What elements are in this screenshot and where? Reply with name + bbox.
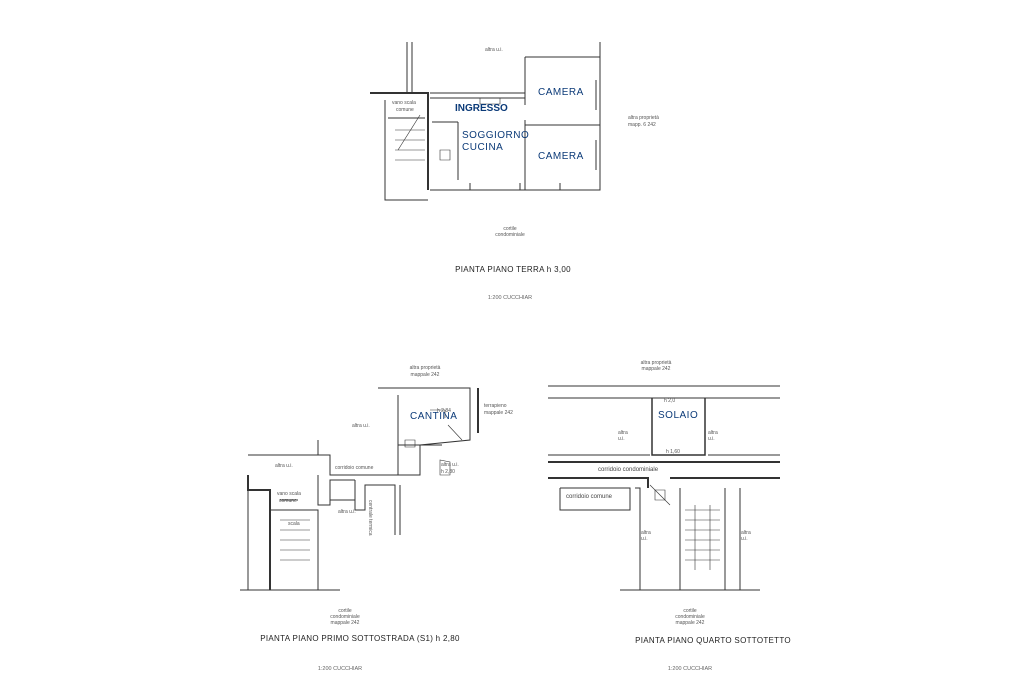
ground-floor-walls: [370, 42, 601, 201]
basement-note-altra-small: altra u.i.: [441, 462, 459, 468]
ground-note-altra-prop: altra proprietà: [628, 115, 659, 121]
basement-note-altra-small-h: h 2,80: [441, 469, 455, 475]
attic-note-altra-left-1: altra: [618, 430, 628, 436]
basement-note-condominiale: condominiale: [330, 614, 360, 620]
attic-note-cortile: cortile: [683, 608, 697, 614]
attic-solaio-height: h 2,0: [664, 398, 676, 404]
ground-note-mapp: mapp. 6 242: [628, 122, 656, 128]
ground-note-altra-top: altra u.i.: [485, 47, 503, 53]
basement-walls: [240, 387, 479, 591]
basement-note-vano: vano scala: [277, 491, 301, 497]
attic-note-altra-bl-1: altra: [641, 530, 651, 536]
basement-scale: 1:200 CUCCHIAR: [317, 666, 363, 672]
room-ingresso: INGRESSO: [455, 103, 508, 114]
room-camera-top: CAMERA: [538, 87, 584, 98]
attic-note-altra-br-2: u.i.: [741, 536, 748, 542]
basement-note-altra-prop: altra proprietà: [409, 365, 441, 371]
ground-note-vano-scala: vano scala: [392, 100, 416, 106]
attic-note-mappale: mappale 242: [641, 366, 671, 372]
attic-scale: 1:200 CUCCHIAR: [667, 666, 713, 672]
attic-title: PIANTA PIANO QUARTO SOTTOTETTO: [635, 636, 791, 645]
room-solaio: SOLAIO: [658, 410, 699, 421]
basement-note-bagno: altra u.i.: [338, 509, 356, 515]
ground-note-cortile: cortile: [503, 226, 517, 232]
attic-note-corridoio: corridoio condominiale: [598, 467, 659, 473]
basement-note-altra-left: altra u.i.: [275, 463, 293, 469]
room-cucina: CUCINA: [462, 142, 504, 153]
basement-note-altra-mid: altra u.i.: [352, 423, 370, 429]
basement-cantina-height: h 2,84: [437, 408, 451, 414]
attic-note-altra-br-1: altra: [741, 530, 751, 536]
ground-note-condominiale: condominiale: [495, 232, 525, 238]
room-cantina: CANTINA: [410, 411, 458, 422]
basement-note-terrapieno: terrapieno: [484, 403, 507, 409]
basement-title: PIANTA PIANO PRIMO SOTTOSTRADA (S1) h 2,…: [260, 634, 460, 643]
room-camera-bottom: CAMERA: [538, 151, 584, 162]
basement-note-mappale: mappale 242: [410, 372, 440, 378]
ground-note-vano-comune: comune: [396, 107, 414, 113]
attic-note-cortile-mappale: mappale 242: [675, 620, 705, 626]
room-soggiorno: SOGGIORNO: [462, 130, 530, 141]
attic-solaio-low: h 1,60: [666, 449, 680, 455]
basement-note-centrale: centrale termica: [367, 500, 373, 536]
ground-floor-scale: 1:200 CUCCHIAR: [487, 295, 533, 301]
basement-note-scala: scala: [288, 521, 300, 527]
attic-walls: [548, 385, 780, 591]
basement-note-cortile-mappale: mappale 242: [330, 620, 360, 626]
attic-note-altra-left-2: u.i.: [618, 436, 625, 442]
attic-note-condominiale: condominiale: [675, 614, 705, 620]
attic-note-altra-right-1: altra: [708, 430, 718, 436]
attic-note-altra-prop: altra proprietà: [640, 360, 672, 366]
attic-note-corridoio-comune: corridoio comune: [566, 494, 613, 500]
basement-note-cortile: cortile: [338, 608, 352, 614]
basement-note-vano-comune: comune: [279, 498, 297, 504]
attic-note-altra-bl-2: u.i.: [641, 536, 648, 542]
attic-note-altra-right-2: u.i.: [708, 436, 715, 442]
basement-note-corridoio: corridoio comune: [335, 465, 374, 471]
basement-note-terrapieno-mappale: mappale 242: [484, 410, 513, 416]
ground-floor-title: PIANTA PIANO TERRA h 3,00: [455, 265, 571, 274]
